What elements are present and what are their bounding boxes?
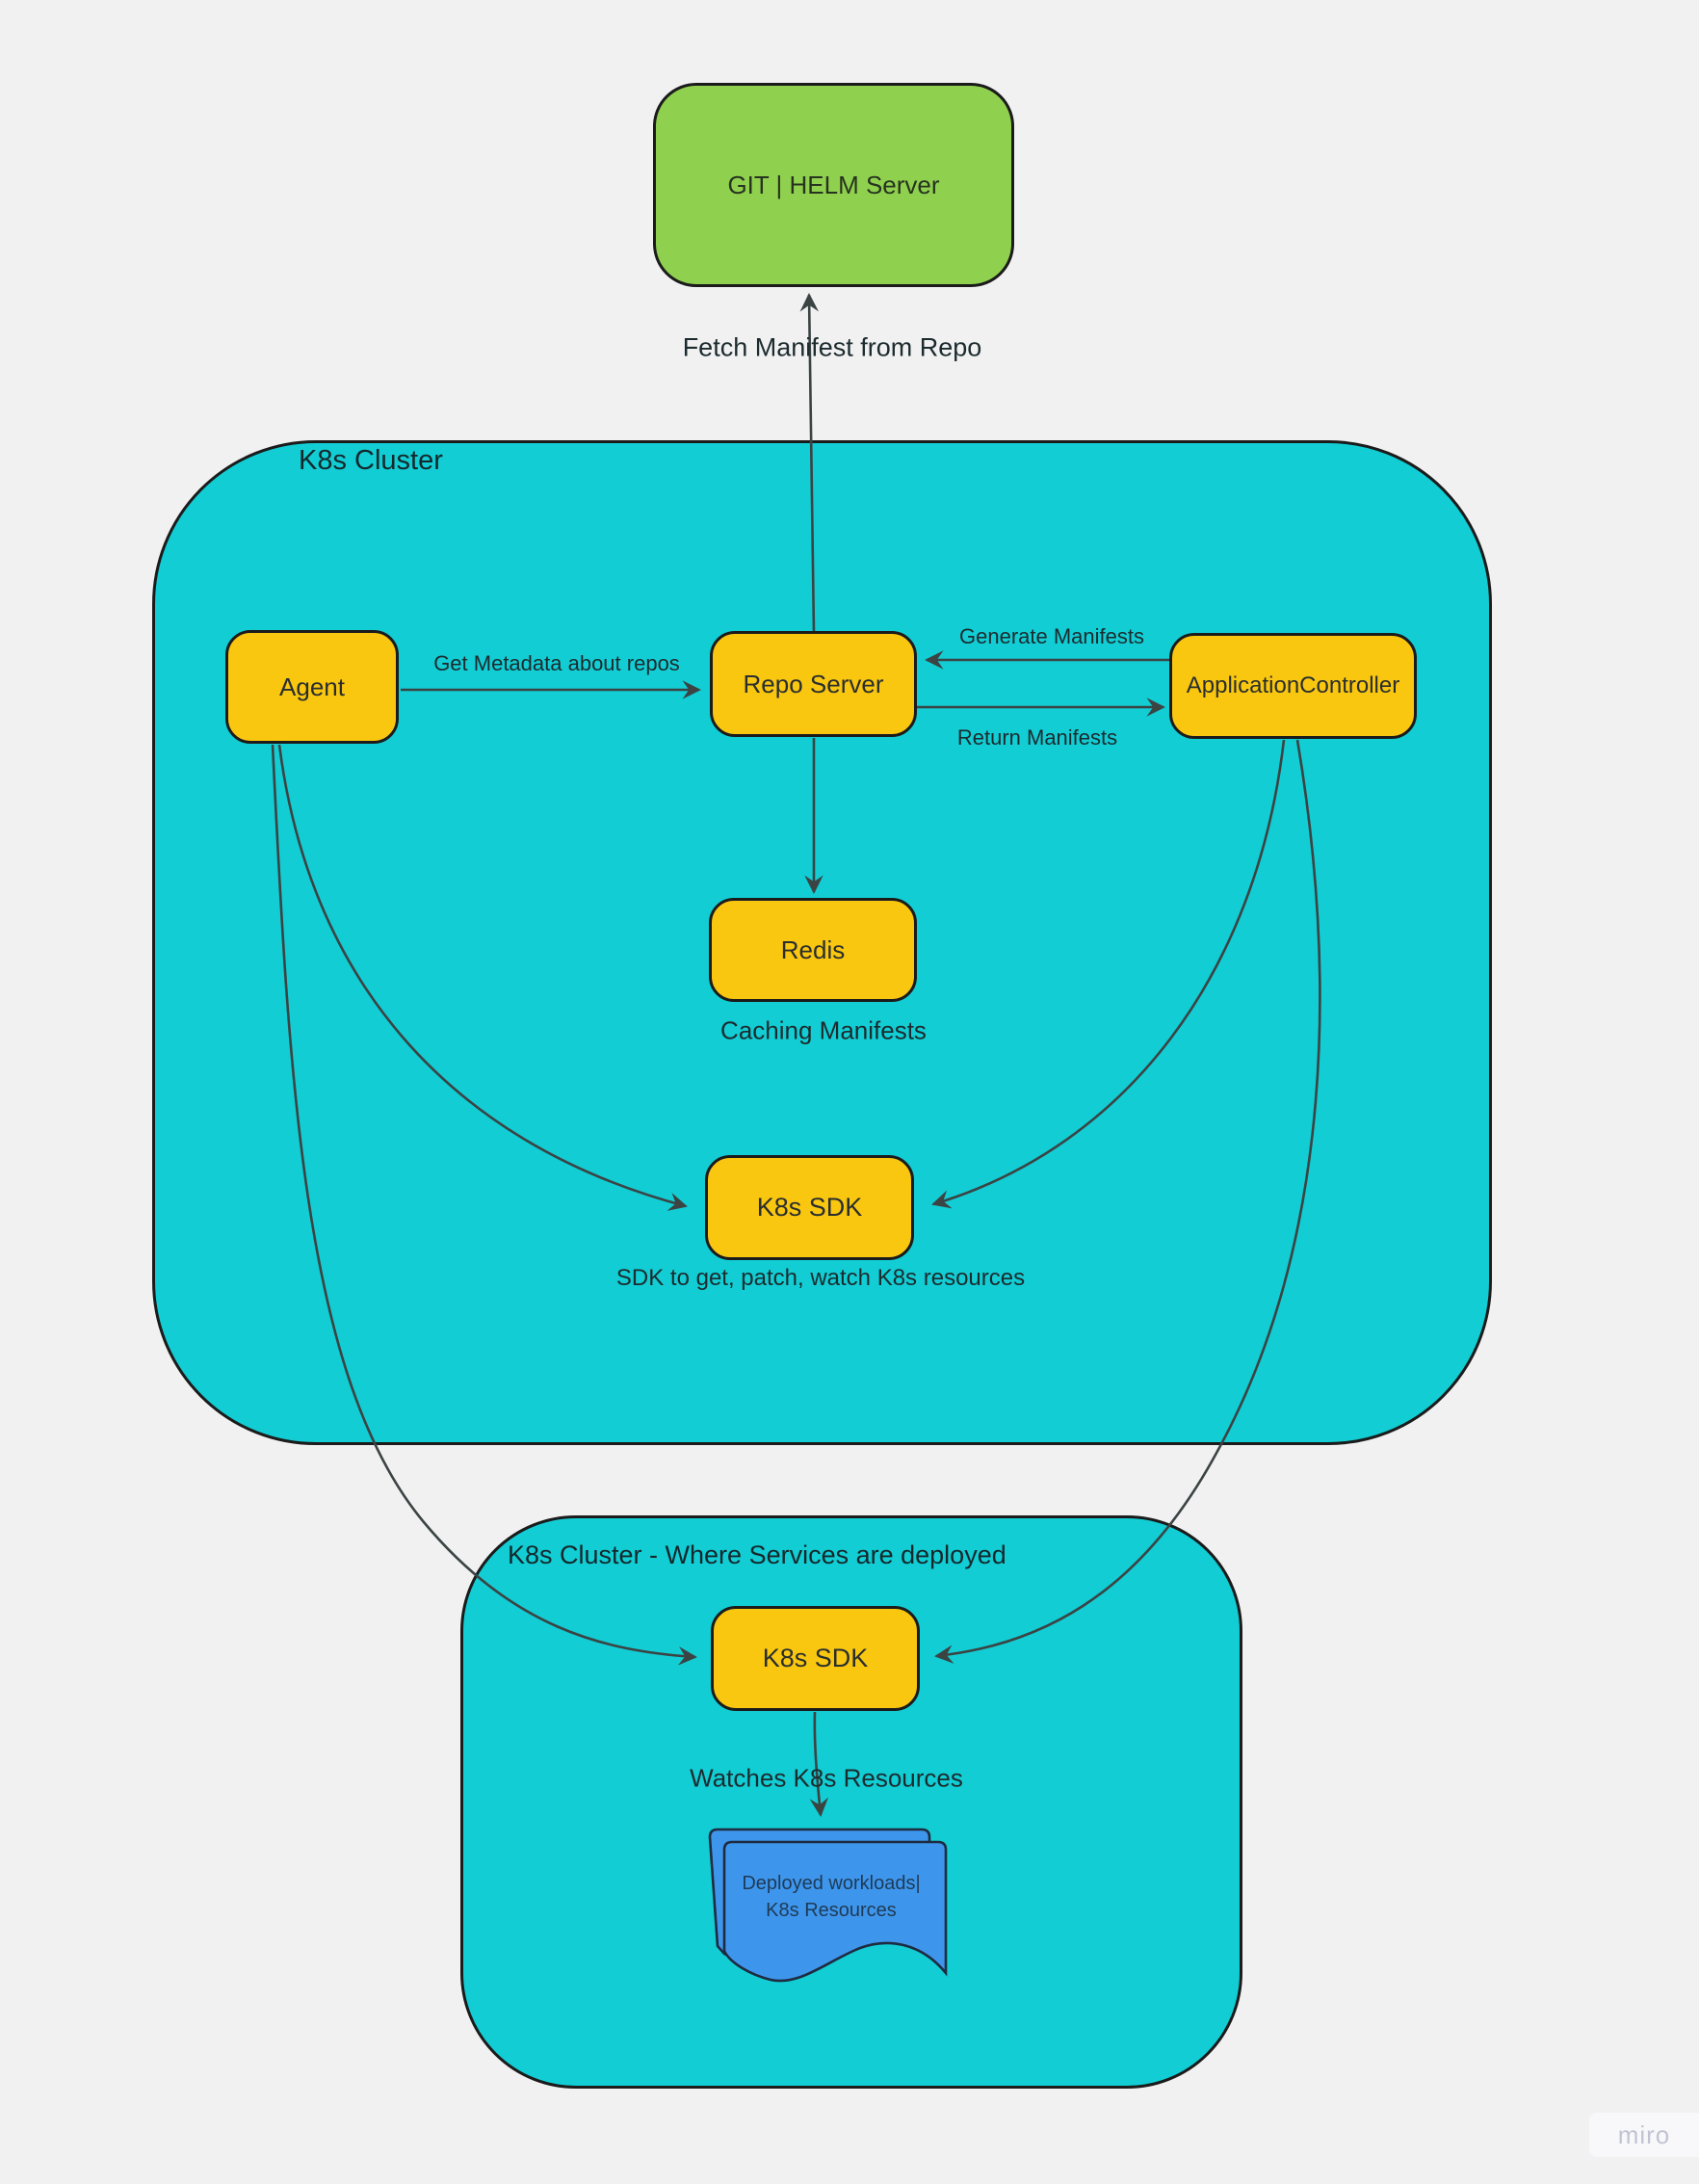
node-repo-server[interactable]: Repo Server <box>710 631 917 737</box>
connector-sdk-deploy-workloads[interactable] <box>809 1711 829 1817</box>
node-k8s-sdk-deploy[interactable]: K8s SDK <box>711 1606 920 1711</box>
label-watches-resources: Watches K8s Resources <box>690 1763 963 1793</box>
node-agent-label: Agent <box>279 671 345 701</box>
cluster-main-title: K8s Cluster <box>299 445 443 476</box>
node-git-helm-label: GIT | HELM Server <box>727 170 940 199</box>
node-repo-server-label: Repo Server <box>743 669 884 698</box>
connector-appcontroller-sdk-main[interactable] <box>931 739 1286 1209</box>
miro-watermark: miro <box>1589 2113 1699 2157</box>
miro-watermark-text: miro <box>1617 2119 1671 2149</box>
node-git-helm-server[interactable]: GIT | HELM Server <box>653 83 1014 287</box>
node-k8s-sdk-main-label: K8s SDK <box>756 1193 863 1222</box>
node-application-controller[interactable]: ApplicationController <box>1169 633 1417 739</box>
cluster-deploy-title: K8s Cluster - Where Services are deploye… <box>508 1540 1006 1569</box>
document-text-line2: K8s Resources <box>766 1900 897 1921</box>
label-return-manifests: Return Manifests <box>956 725 1118 750</box>
document-text-line1: Deployed workloads| <box>742 1873 921 1894</box>
node-k8s-sdk-deploy-label: K8s SDK <box>762 1644 869 1672</box>
connector-reposerver-git[interactable] <box>799 293 819 634</box>
node-redis[interactable]: Redis <box>709 898 917 1002</box>
node-redis-label: Redis <box>780 934 846 964</box>
label-caching-manifests: Caching Manifests <box>720 1015 927 1045</box>
label-generate-manifests: Generate Manifests <box>959 624 1144 648</box>
label-get-metadata: Get Metadata about repos <box>433 651 680 675</box>
node-agent[interactable]: Agent <box>225 630 399 744</box>
connector-agent-sdk-main[interactable] <box>277 744 688 1211</box>
connector-appcontroller-sdk-deploy[interactable] <box>934 739 1321 1664</box>
label-fetch-manifest: Fetch Manifest from Repo <box>682 332 982 362</box>
document-shape-front[interactable] <box>722 1840 948 1983</box>
label-sdk-description: SDK to get, patch, watch K8s resources <box>615 1265 1026 1291</box>
document-text: Deployed workloads| K8s Resources <box>742 1870 920 1924</box>
connector-agent-sdk-deploy[interactable] <box>271 744 697 1666</box>
node-k8s-sdk-main[interactable]: K8s SDK <box>705 1155 914 1260</box>
node-application-controller-label: ApplicationController <box>1186 672 1400 698</box>
